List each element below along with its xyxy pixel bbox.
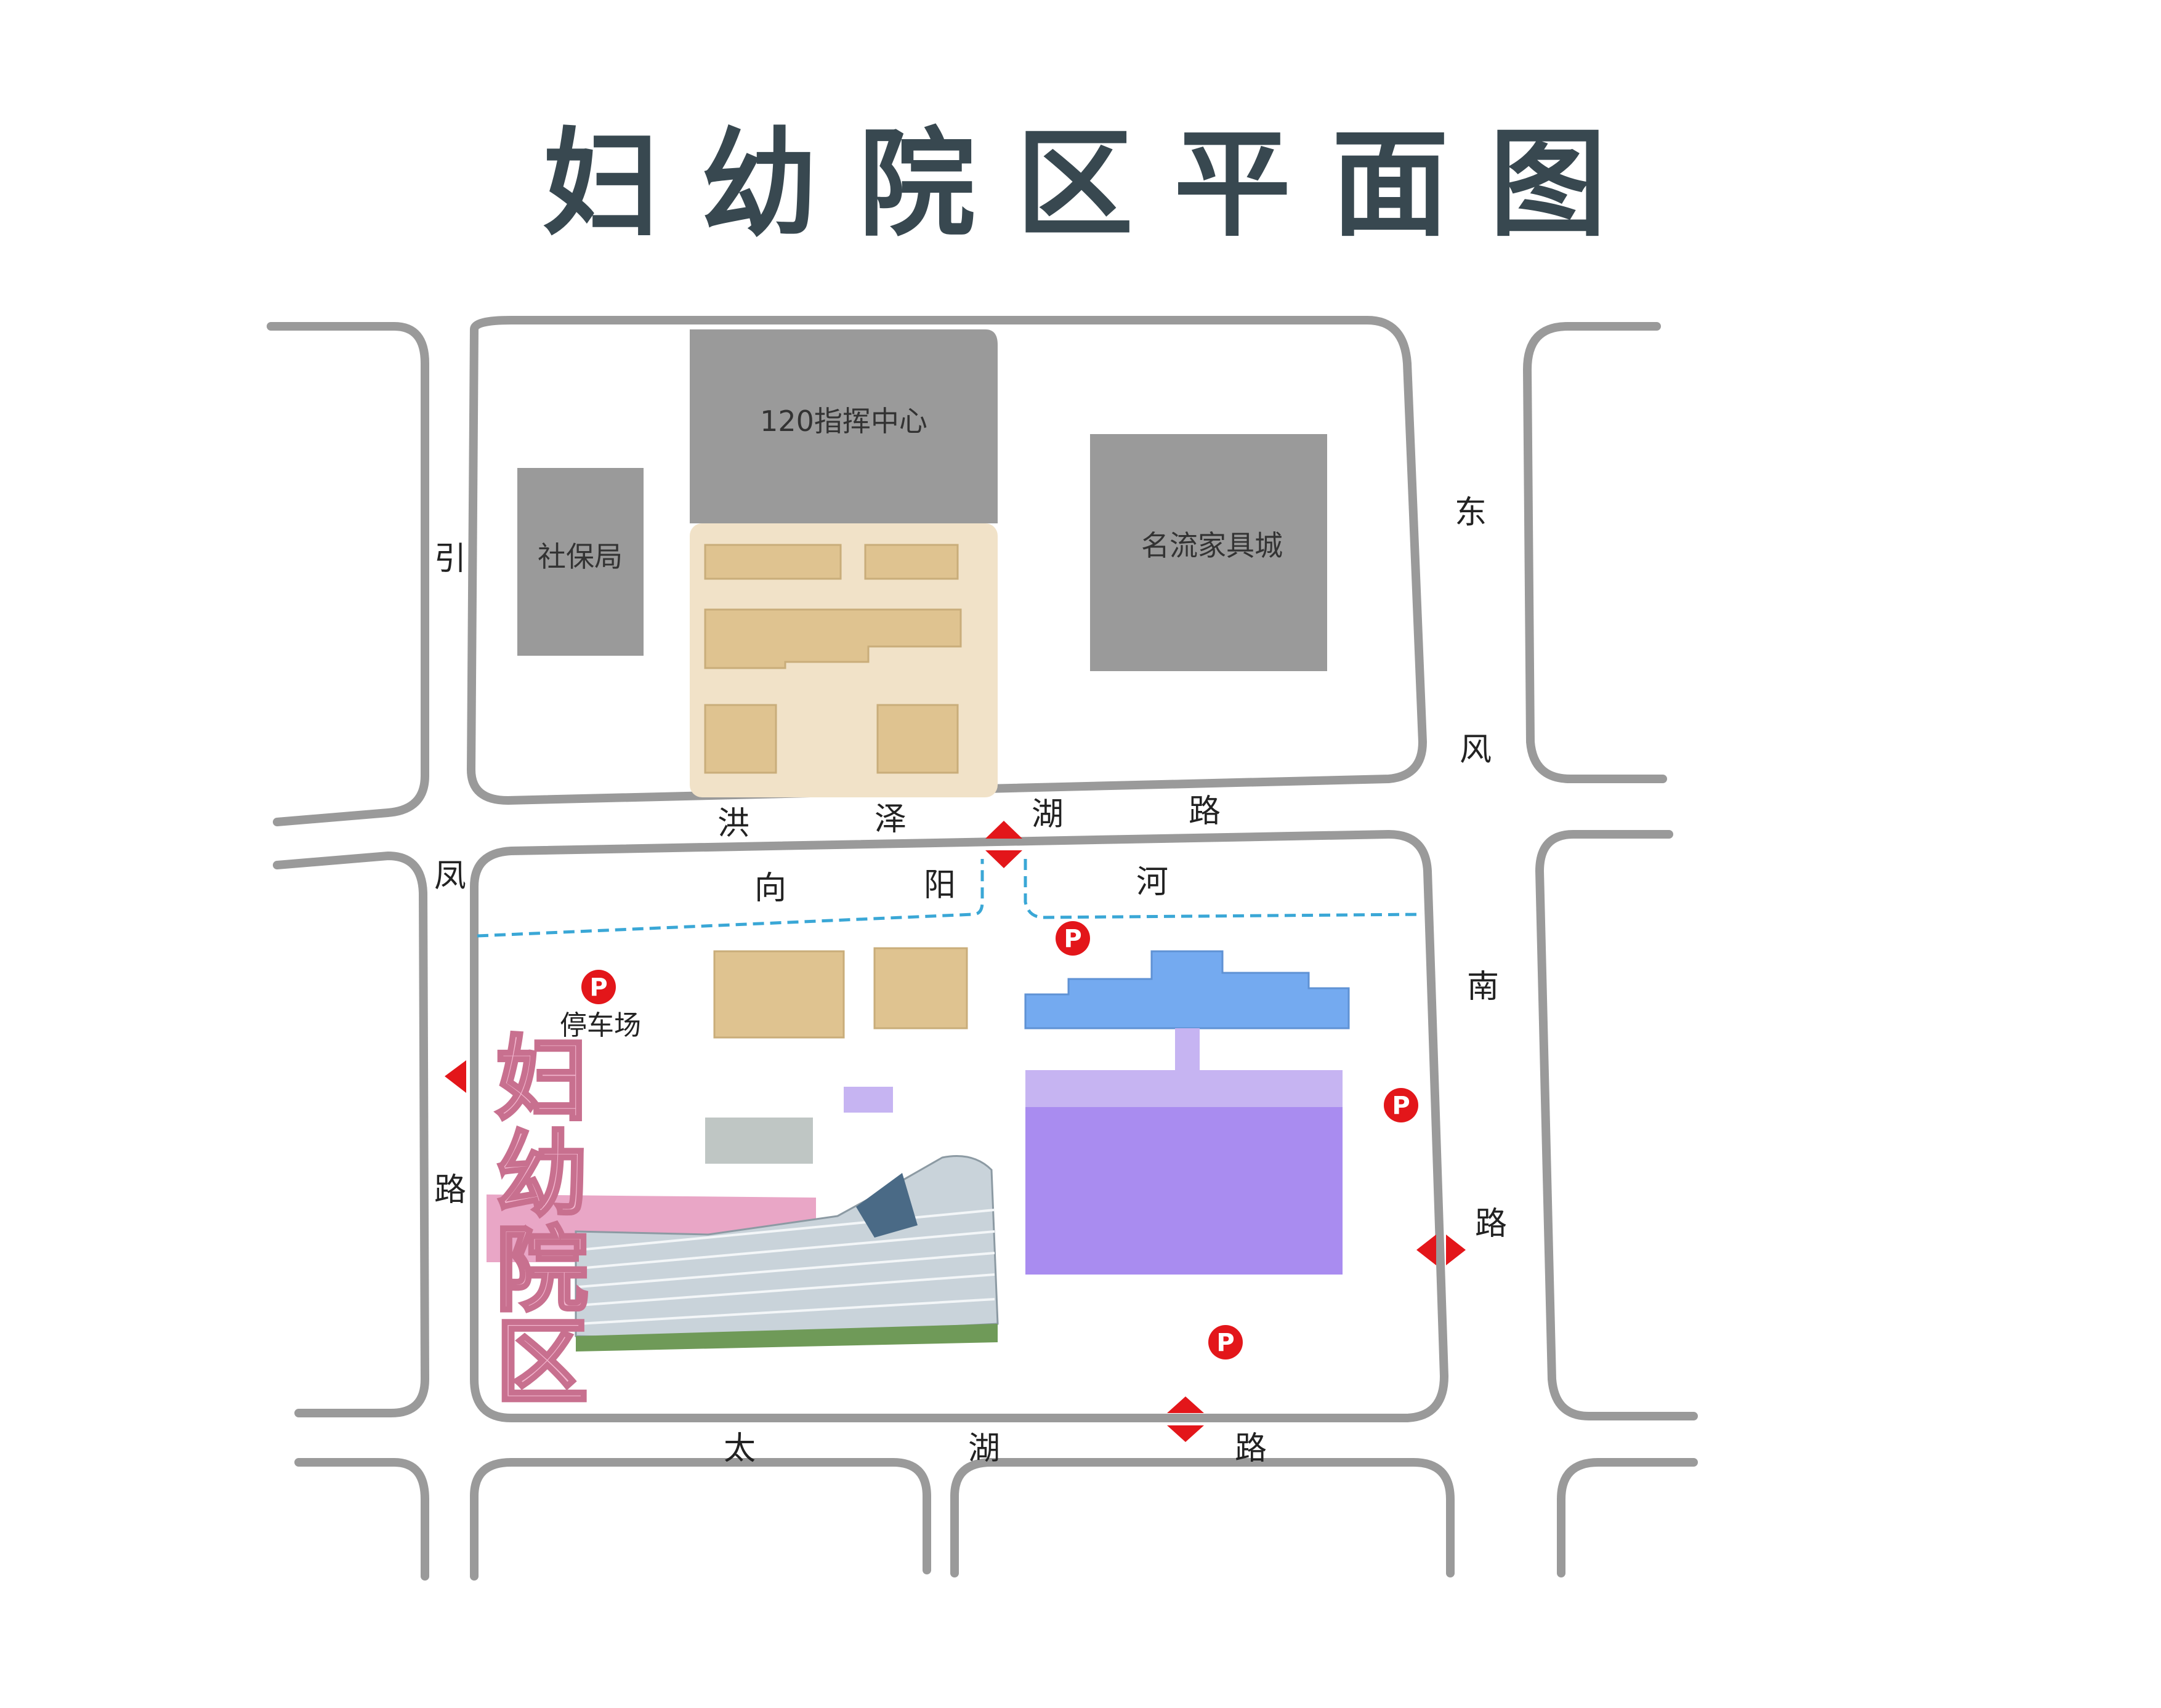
small-purple-building xyxy=(844,1087,893,1113)
parking-icon-symbol: P xyxy=(1064,925,1081,953)
parking-label: 停车场 xyxy=(560,1010,641,1041)
road-labels: 引 凤 路 东 风 南 路 洪 泽 湖 路 太 湖 路 向 阳 河 xyxy=(434,494,1507,1467)
parking-icon[interactable]: P xyxy=(1384,1088,1418,1122)
courtyard-building xyxy=(704,608,962,669)
road-label-west: 引 xyxy=(434,541,466,578)
landscape-trees xyxy=(576,1324,998,1351)
entrance-arrow-left xyxy=(1416,1235,1436,1265)
parking-icon-circle xyxy=(1384,1088,1418,1122)
floor-line xyxy=(578,1230,995,1270)
road-label-east: 南 xyxy=(1467,969,1499,1005)
road-edge-nw xyxy=(267,322,429,826)
road-edge-s1 xyxy=(470,1458,931,1581)
block-campus xyxy=(470,830,1448,1422)
river-label: 阳 xyxy=(924,867,956,904)
purple-main-building-top xyxy=(1025,1070,1343,1107)
furniture-city-building xyxy=(1090,434,1327,671)
road-label-north: 湖 xyxy=(1032,796,1064,833)
road-edge-sw xyxy=(294,1458,429,1581)
hospital-glass-atrium xyxy=(856,1173,918,1238)
entrance-arrow-up xyxy=(1167,1396,1204,1413)
road-label-north: 泽 xyxy=(874,801,907,838)
block-north xyxy=(467,316,1427,805)
road-label-north: 洪 xyxy=(717,805,749,842)
road-edge-se xyxy=(1557,1458,1698,1577)
social-security-label: 社保局 xyxy=(538,540,623,573)
courtyard-buildings xyxy=(704,544,962,774)
parking-icon-circle xyxy=(1208,1325,1243,1360)
entrance-arrow-left xyxy=(445,1060,466,1093)
entrance-arrow-icon[interactable] xyxy=(985,821,1022,868)
parking-icon-symbol: P xyxy=(1216,1329,1234,1357)
courtyard-building xyxy=(864,544,959,580)
social-security-building xyxy=(517,468,644,656)
connector-walkway xyxy=(1175,1028,1200,1070)
river-label: 向 xyxy=(754,870,786,907)
parking-markers: P 停车场 P P P xyxy=(560,921,1418,1360)
entrance-markers xyxy=(445,821,1466,1442)
river-line xyxy=(477,859,1423,938)
road-edge-ne xyxy=(1523,322,1667,783)
entrance-arrow-icon[interactable] xyxy=(445,1060,466,1093)
page-title: 妇 幼 院 区 平 面 图 xyxy=(543,116,1607,252)
parking-icon-circle xyxy=(581,970,616,1004)
entrance-arrow-up xyxy=(985,821,1022,839)
entrance-arrow-icon[interactable] xyxy=(1167,1396,1204,1442)
command-center-label: 120指挥中心 xyxy=(760,405,927,438)
courtyard-building xyxy=(876,704,959,774)
floor-line xyxy=(578,1252,995,1288)
parking-icon[interactable]: P xyxy=(1208,1325,1243,1360)
courtyard-building xyxy=(704,704,777,774)
floor-line xyxy=(578,1298,995,1325)
campus-label-char: 区 xyxy=(496,1310,588,1417)
entrance-arrow-down xyxy=(985,850,1022,868)
road-label-east: 风 xyxy=(1460,731,1492,768)
parking-icon-circle xyxy=(1056,921,1090,956)
purple-main-building xyxy=(1025,1107,1343,1275)
parking-icon[interactable]: P xyxy=(1056,921,1090,956)
campus-building-tan xyxy=(873,947,968,1029)
campus-building-tan xyxy=(713,950,845,1039)
gray-annex-building xyxy=(705,1118,813,1164)
road-label-east: 东 xyxy=(1455,494,1487,531)
furniture-city-label: 名流家具城 xyxy=(1141,529,1283,562)
entrance-arrow-right xyxy=(1446,1235,1466,1265)
entrance-arrow-down xyxy=(1167,1425,1204,1442)
campus-label-char: 妇 xyxy=(496,1026,588,1134)
road-label-west: 凤 xyxy=(434,858,466,895)
hospital-floor-lines xyxy=(578,1209,995,1325)
parking-icon-symbol: P xyxy=(589,973,607,1002)
courtyard-building xyxy=(704,544,842,580)
road-network xyxy=(267,316,1698,1581)
road-label-west: 路 xyxy=(434,1172,466,1209)
parking-icon[interactable]: P xyxy=(581,970,616,1004)
parking-icon-symbol: P xyxy=(1392,1092,1410,1120)
road-label-south: 太 xyxy=(724,1430,756,1467)
road-label-east: 路 xyxy=(1475,1206,1507,1243)
campus-hospital-illustration xyxy=(487,1155,999,1351)
entrance-arrow-icon[interactable] xyxy=(1416,1235,1466,1265)
blue-roof-building xyxy=(1024,950,1350,1029)
floor-line xyxy=(578,1209,995,1251)
floor-line xyxy=(578,1273,995,1307)
road-label-north: 路 xyxy=(1189,793,1221,830)
road-edge-e xyxy=(1535,830,1698,1420)
road-edge-w xyxy=(273,852,429,1417)
campus-label: 妇 幼 院 区 xyxy=(495,1025,590,1419)
campus-label-char: 幼 xyxy=(496,1122,588,1229)
command-center-building xyxy=(690,329,998,523)
road-label-south: 湖 xyxy=(968,1430,1000,1467)
river-label: 河 xyxy=(1136,864,1168,901)
campus-label-char: 院 xyxy=(496,1217,588,1324)
road-edge-s2 xyxy=(950,1458,1455,1577)
road-label-south: 路 xyxy=(1235,1430,1267,1467)
